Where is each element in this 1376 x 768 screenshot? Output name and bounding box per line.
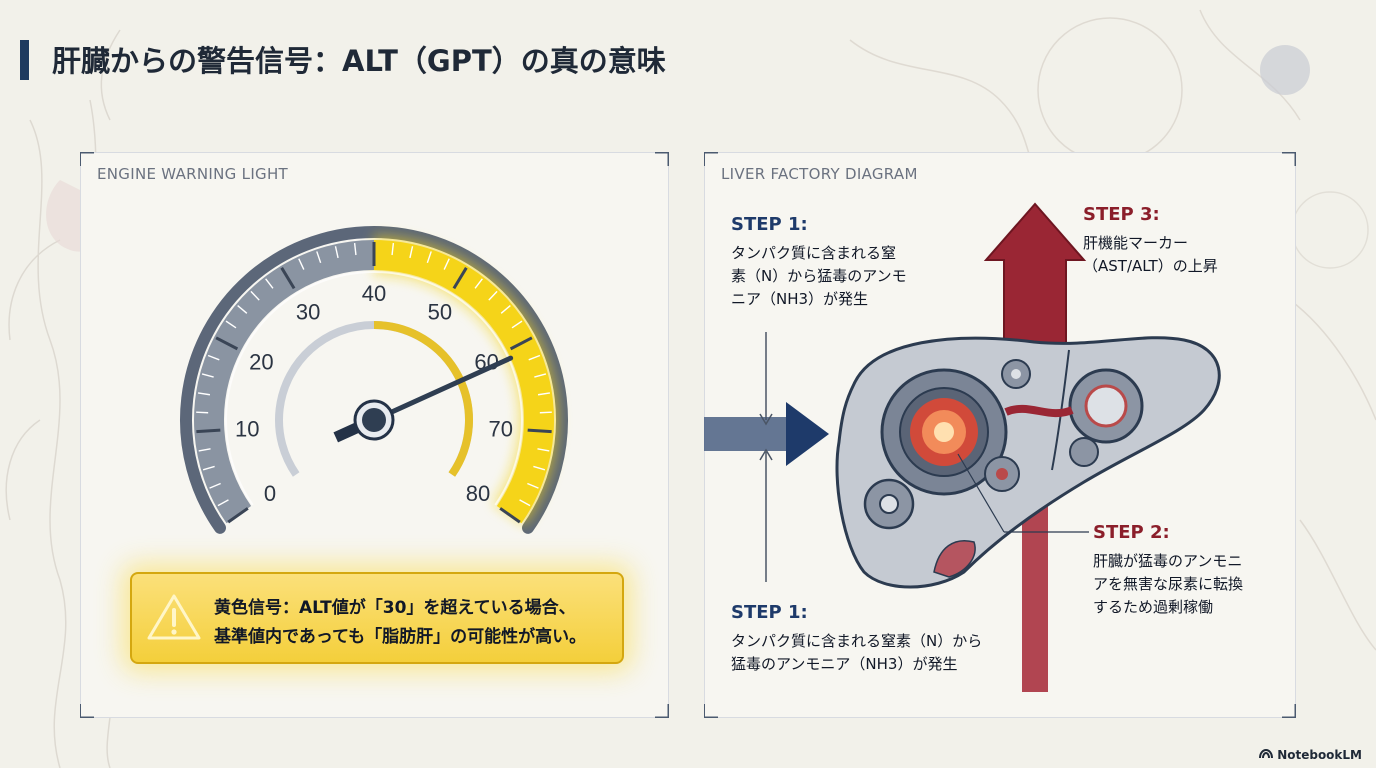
step-title: STEP 1: [731,214,808,235]
step-line: タンパク質に含まれる窒素（N）から [731,632,983,650]
step-line: 素（N）から猛毒のアンモ [731,267,907,285]
gauge-minor-tick [316,251,322,264]
gauge-minor-tick [500,305,511,314]
gauge-minor-tick [528,354,541,361]
step-line: 肝機能マーカー [1083,234,1189,252]
gauge-minor-tick [409,246,414,259]
warning-line-2: 基準値内であっても「脂肪肝」の可能性が高い。 [214,627,587,647]
notebooklm-logo-icon [1259,749,1274,759]
gauge-major-tick [196,428,221,434]
step-line: ニア（NH3）が発生 [731,290,869,308]
panel-label: ENGINE WARNING LIGHT [97,165,289,183]
warning-triangle-icon [147,594,201,640]
step-line: するため過剰稼働 [1093,598,1214,616]
gauge-minor-tick [426,251,432,264]
step1-top-annotation: STEP 1: タンパク質に含まれる窒 素（N）から猛毒のアンモ ニア（NH3）… [731,214,907,311]
gauge-minor-tick [209,482,221,489]
warning-line-1: 黄色信号：ALT値が「30」を超えている場合、 [214,598,576,618]
gauge-tick-label: 30 [296,299,320,324]
gear-icon [863,478,915,530]
gauge-minor-tick [539,411,552,414]
yellow-warning-callout: 黄色信号：ALT値が「30」を超えている場合、 基準値内であっても「脂肪肝」の可… [130,572,624,664]
gear-icon [1068,368,1144,444]
liver-factory-panel: LIVER FACTORY DIAGRAM [704,152,1296,718]
gauge-tick-label: 70 [488,416,512,441]
gauge-inner-warning-arc [373,321,473,477]
gauge-tick-label: 0 [264,481,276,506]
gauge-minor-tick [488,290,498,301]
gauge-minor-tick [519,499,531,507]
gauge-minor-tick [250,290,260,301]
panel-label: LIVER FACTORY DIAGRAM [721,165,918,183]
step3-annotation: STEP 3: 肝機能マーカー （AST/ALT）の上昇 [1083,204,1218,278]
gauge-major-tick [452,267,468,290]
gauge-major-tick [527,428,552,434]
gauge-minor-tick [198,448,211,452]
gear-icon [1069,437,1099,467]
step-line: 猛毒のアンモニア（NH3）が発生 [731,655,958,673]
gauge-minor-tick [391,242,395,256]
page-title: 肝臓からの警告信号：ALT（GPT）の真の意味 [52,44,666,78]
gauge-needle [371,355,514,423]
step-title: STEP 3: [1083,204,1160,225]
gear-icon [984,456,1020,492]
gauge-hub-center [362,408,386,432]
step-title: STEP 2: [1093,522,1170,543]
gauge-minor-tick [474,278,483,289]
gauge-minor-tick [225,320,237,329]
step-line: アを無害な尿素に転換 [1093,575,1244,593]
gauge-minor-tick [196,411,209,414]
gear-icon [880,368,1008,496]
brand-watermark: NotebookLM [1259,748,1362,762]
warning-text: 黄色信号：ALT値が「30」を超えている場合、 基準値内であっても「脂肪肝」の可… [214,594,586,652]
step-body: 肝機能マーカー （AST/ALT）の上昇 [1083,232,1218,278]
gauge-inner-edge [225,270,523,506]
gauge-minor-tick [527,482,539,489]
gauge-minor-tick [534,373,547,378]
step-body: 肝臓が猛毒のアンモニ アを無害な尿素に転換 するため過剰稼働 [1093,550,1243,619]
title-accent-bar [20,40,29,80]
gauge-minor-tick [197,392,211,396]
gauge-rim [180,226,568,534]
gauge-tick-label: 80 [466,481,490,506]
gauge-minor-tick [265,278,274,289]
gauge-minor-tick [298,258,305,270]
gauge-tick-label: 50 [428,299,452,324]
gauge-tick-label: 10 [235,416,259,441]
gauge-minor-tick [443,258,450,270]
gauge-minor-tick [201,373,214,378]
step-body: タンパク質に含まれる窒 素（N）から猛毒のアンモ ニア（NH3）が発生 [731,242,907,311]
gauge-major-tick [509,336,533,351]
step-line: タンパク質に含まれる窒 [731,244,897,262]
gauge-minor-tick [537,448,550,452]
step-body: タンパク質に含まれる窒素（N）から 猛毒のアンモニア（NH3）が発生 [731,630,982,676]
gauge-minor-tick [511,320,523,329]
gauge-major-tick [280,267,296,290]
gauge-tick-label: 40 [362,281,386,306]
gauge-major-tick [227,507,249,524]
gauge-minor-tick [334,246,339,259]
gauge-major-tick [499,507,521,524]
step1-bottom-annotation: STEP 1: タンパク質に含まれる窒素（N）から 猛毒のアンモニア（NH3）が… [731,602,982,676]
gauge-minor-tick [237,305,248,314]
step2-annotation: STEP 2: 肝臓が猛毒のアンモニ アを無害な尿素に転換 するため過剰稼働 [1093,522,1243,619]
gear-icon [1001,359,1031,389]
gauge-minor-tick [533,465,546,471]
output-arrow-up [983,202,1087,353]
step-line: 肝臓が猛毒のアンモニ [1093,552,1243,570]
gauge-major-tick [215,336,239,351]
brand-name: NotebookLM [1277,748,1362,762]
gauge-minor-tick [202,465,215,471]
gauge-minor-tick [207,354,220,361]
gauge-minor-tick [353,242,357,256]
step-line: （AST/ALT）の上昇 [1083,257,1218,275]
gauge-minor-tick [217,499,229,507]
step-title: STEP 1: [731,602,808,623]
liver-factory-diagram [704,202,1221,692]
gauge-tick-label: 20 [249,349,273,374]
input-arrow [704,402,829,466]
gauge-minor-tick [537,392,551,396]
